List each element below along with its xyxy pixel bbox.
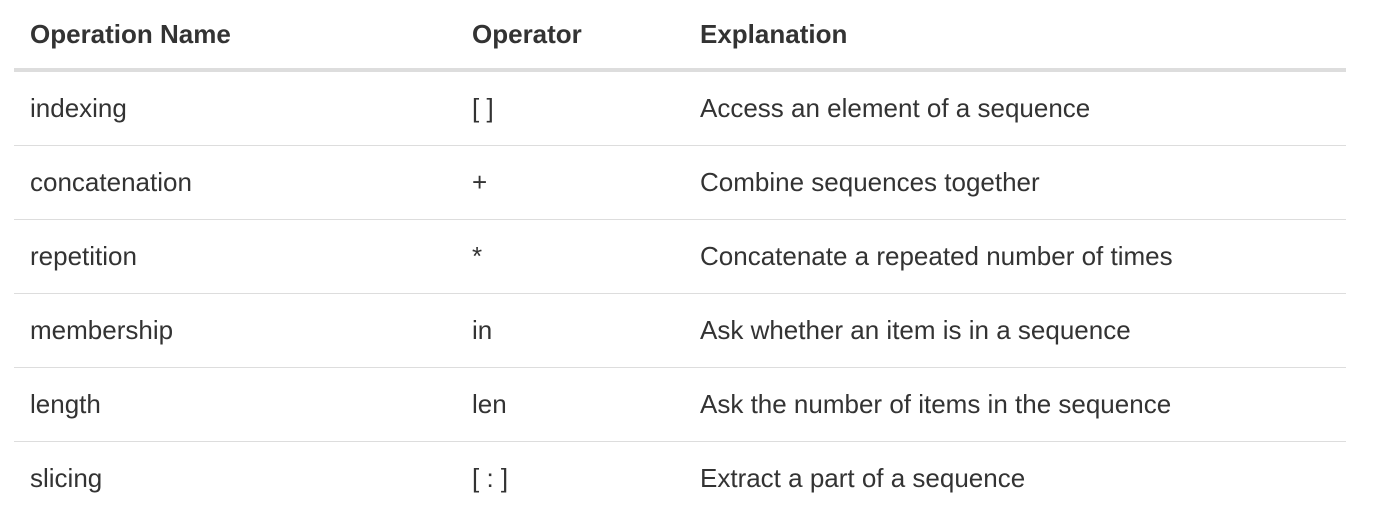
explanation-cell: Concatenate a repeated number of times <box>684 220 1346 294</box>
operator-cell: [ ] <box>456 70 684 146</box>
operator-cell: + <box>456 146 684 220</box>
table-body: indexing [ ] Access an element of a sequ… <box>14 70 1346 515</box>
operation-name-cell: length <box>14 368 456 442</box>
table-row: length len Ask the number of items in th… <box>14 368 1346 442</box>
table-row: membership in Ask whether an item is in … <box>14 294 1346 368</box>
operation-name-cell: indexing <box>14 70 456 146</box>
header-operation-name: Operation Name <box>14 0 456 70</box>
explanation-cell: Extract a part of a sequence <box>684 442 1346 515</box>
table-header: Operation Name Operator Explanation <box>14 0 1346 70</box>
explanation-cell: Access an element of a sequence <box>684 70 1346 146</box>
operator-cell: len <box>456 368 684 442</box>
explanation-cell: Ask whether an item is in a sequence <box>684 294 1346 368</box>
explanation-cell: Combine sequences together <box>684 146 1346 220</box>
sequence-operations-table: Operation Name Operator Explanation inde… <box>14 0 1346 515</box>
explanation-cell: Ask the number of items in the sequence <box>684 368 1346 442</box>
operator-cell: in <box>456 294 684 368</box>
operator-cell: * <box>456 220 684 294</box>
operation-name-cell: concatenation <box>14 146 456 220</box>
header-row: Operation Name Operator Explanation <box>14 0 1346 70</box>
operation-name-cell: membership <box>14 294 456 368</box>
header-operator: Operator <box>456 0 684 70</box>
operator-cell: [ : ] <box>456 442 684 515</box>
table-row: indexing [ ] Access an element of a sequ… <box>14 70 1346 146</box>
table-row: repetition * Concatenate a repeated numb… <box>14 220 1346 294</box>
table-row: concatenation + Combine sequences togeth… <box>14 146 1346 220</box>
operation-name-cell: slicing <box>14 442 456 515</box>
operation-name-cell: repetition <box>14 220 456 294</box>
table-row: slicing [ : ] Extract a part of a sequen… <box>14 442 1346 515</box>
header-explanation: Explanation <box>684 0 1346 70</box>
